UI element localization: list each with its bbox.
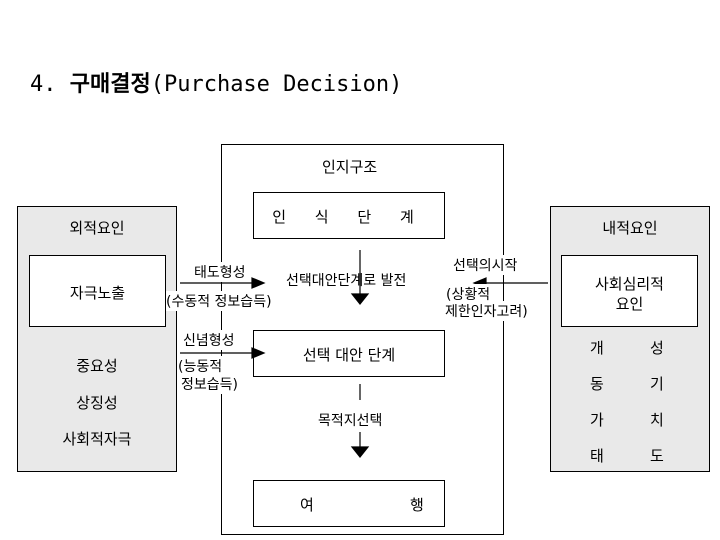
internal-factor-item-right: 도	[650, 447, 664, 465]
destination-choice-label: 목적지선택	[318, 413, 383, 429]
choice-start-label: 선택의시작	[453, 255, 518, 275]
choice-stage-label: 선택 대안 단계	[302, 346, 396, 364]
external-factor-item: 상징성	[76, 394, 118, 412]
travel-stage-right: 행	[410, 496, 424, 514]
external-factors-panel: 외적요인	[17, 206, 177, 472]
active-info-line2: 정보습득)	[181, 374, 238, 394]
stimulus-exposure-label: 자극노출	[69, 284, 126, 302]
internal-factor-item-left: 태	[590, 447, 604, 465]
arrowhead-right	[251, 347, 266, 359]
recognition-stage-box: 인 식 단 계	[253, 192, 445, 239]
internal-factor-item-right: 성	[650, 339, 664, 357]
page-title: 4. 구매결정(Purchase Decision)	[30, 66, 402, 98]
psychosocial-line1: 사회심리적	[594, 275, 664, 293]
internal-factor-item-left: 동	[590, 375, 604, 393]
internal-factors-label: 내적요인	[602, 219, 658, 237]
attitude-formation-label: 태도형성	[194, 262, 246, 282]
recognition-stage-label: 인 식 단 계	[272, 208, 426, 226]
arrowhead-down	[350, 446, 370, 458]
title-korean: 구매결정	[69, 72, 151, 97]
internal-factor-item-right: 기	[650, 375, 664, 393]
development-stage-label: 선택대안단계로 발전	[286, 273, 407, 289]
psychosocial-factors-box: 사회심리적 요인	[561, 255, 698, 327]
arrowhead-right	[251, 277, 266, 289]
title-number: 4.	[30, 72, 57, 97]
stimulus-exposure-box: 자극노출	[29, 255, 166, 327]
internal-factors-panel: 내적요인	[550, 206, 710, 472]
situational-line1: (상황적	[446, 284, 491, 304]
belief-formation-label: 신념형성	[183, 330, 235, 350]
external-factor-item: 사회적자극	[62, 430, 132, 448]
external-factors-label: 외적요인	[69, 219, 125, 237]
passive-info-label: (수동적 정보습득)	[166, 291, 272, 311]
situational-line2: 제한인자고려)	[445, 301, 528, 321]
travel-stage-left: 여	[300, 496, 314, 514]
internal-factor-item-right: 치	[650, 411, 664, 429]
psychosocial-line2: 요인	[615, 295, 644, 313]
internal-factor-item-left: 가	[590, 411, 604, 429]
title-english: (Purchase Decision)	[150, 72, 403, 97]
cognitive-structure-label: 인지구조	[322, 158, 378, 176]
arrowhead-down	[350, 293, 370, 305]
travel-stage-box: 여 행	[253, 480, 445, 527]
internal-factor-item-left: 개	[590, 339, 604, 357]
choice-stage-box: 선택 대안 단계	[253, 330, 445, 377]
active-info-line1: (능동적	[178, 356, 223, 376]
external-factor-item: 중요성	[76, 357, 118, 375]
